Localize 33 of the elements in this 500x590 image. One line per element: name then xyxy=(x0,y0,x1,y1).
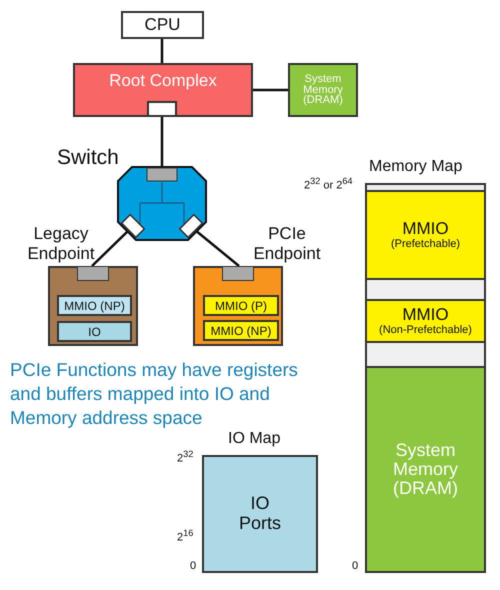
connector-line xyxy=(160,117,164,167)
region-subtitle: (Non-Prefetchable) xyxy=(379,324,472,336)
memory-region xyxy=(367,192,484,280)
root-complex-box xyxy=(73,63,253,117)
register-box: MMIO (NP) xyxy=(57,295,132,316)
connector-line xyxy=(91,229,130,267)
register-box: IO xyxy=(57,321,132,342)
memory-region xyxy=(367,368,484,571)
system-memory-box: System Memory (DRAM) xyxy=(288,63,358,117)
map-title: Memory Map xyxy=(369,158,462,176)
address-label: 2$^{32}$ xyxy=(177,449,194,465)
endpoint-label: Legacy Endpoint xyxy=(26,224,96,264)
region-title: System Memory (DRAM) xyxy=(392,441,459,498)
endpoint-label: PCIe Endpoint xyxy=(252,224,322,264)
connector-line xyxy=(253,88,288,92)
address-label: 2$^{32}$ or 2$^{64}$ xyxy=(304,176,353,192)
note-text: PCIe Functions may have registers and buffers mapped into IO and Memory address space xyxy=(10,358,299,430)
io-ports-box: IO Ports xyxy=(202,455,318,573)
address-label: 0 xyxy=(352,560,358,572)
address-label: 2$^{16}$ xyxy=(177,528,194,544)
region-title: MMIO xyxy=(402,306,449,324)
switch-label: Switch xyxy=(57,146,119,170)
register-box: MMIO (NP) xyxy=(203,320,279,341)
region-title: MMIO xyxy=(402,220,449,238)
address-label: 0 xyxy=(190,560,196,572)
map-title: IO Map xyxy=(228,430,280,448)
memory-region xyxy=(367,301,484,343)
cpu-box: CPU xyxy=(121,11,204,39)
box-label: Root Complex xyxy=(109,71,217,91)
register-box: MMIO (P) xyxy=(203,295,279,316)
connector-line xyxy=(194,229,240,267)
connector-line xyxy=(160,39,164,63)
region-subtitle: (Prefetchable) xyxy=(390,238,460,250)
